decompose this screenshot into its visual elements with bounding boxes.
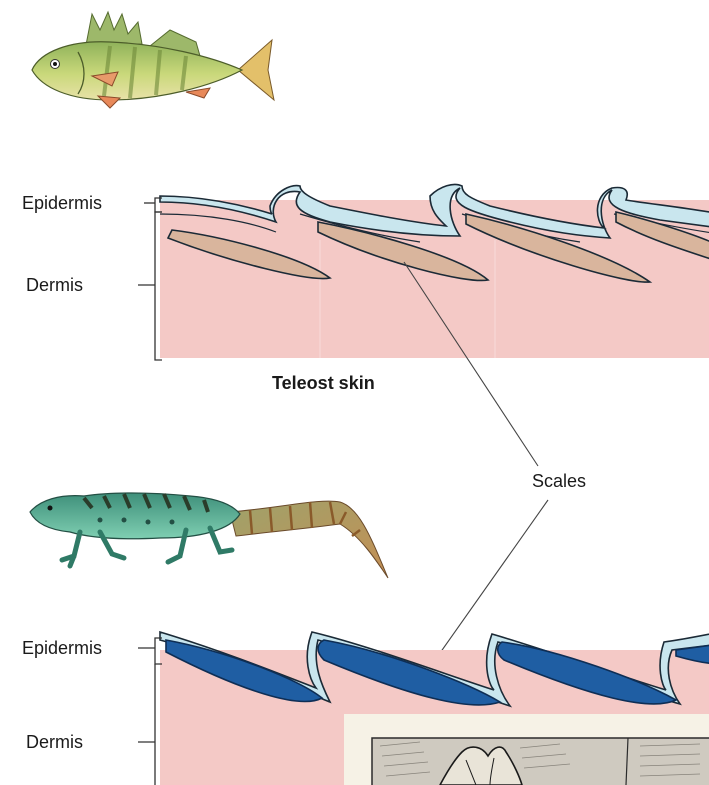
teleost-layer-bracket bbox=[138, 198, 162, 360]
teleost-epidermis-label: Epidermis bbox=[22, 193, 102, 213]
fossil-scale-engraving-icon bbox=[344, 714, 709, 785]
reptile-dermis-label: Dermis bbox=[26, 732, 83, 752]
reptile-layer-bracket bbox=[138, 638, 162, 785]
lizard-illustration-icon bbox=[30, 493, 388, 578]
teleost-skin-caption: Teleost skin bbox=[272, 373, 375, 393]
fish-illustration-icon bbox=[32, 12, 274, 108]
teleost-skin-section bbox=[160, 184, 709, 358]
teleost-dermis-label: Dermis bbox=[26, 275, 83, 295]
scales-label: Scales bbox=[532, 471, 586, 491]
reptile-epidermis-label: Epidermis bbox=[22, 638, 102, 658]
